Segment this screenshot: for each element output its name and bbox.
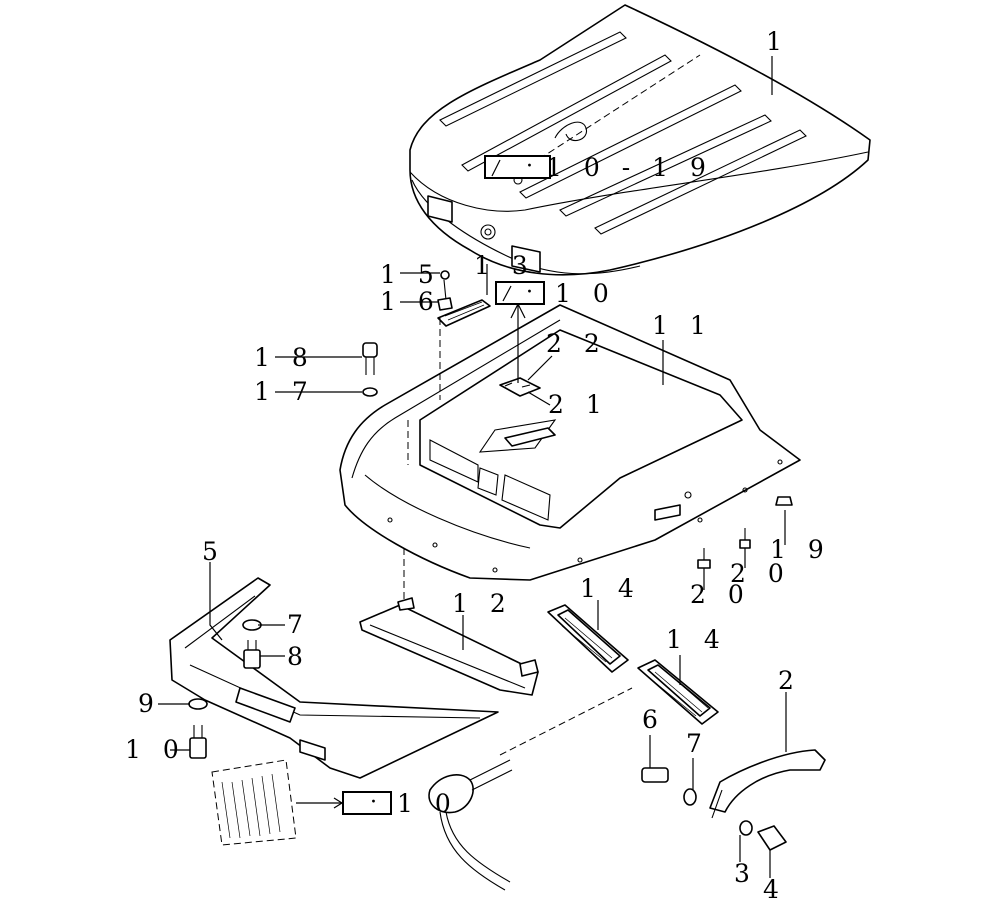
callout-14-right: 1 4 <box>666 625 727 654</box>
callout-labels: 1 1 1 1 3 1 5 1 6 1 8 1 7 2 2 2 1 1 9 2 … <box>125 27 831 904</box>
reference-label-bottom: 1 0 <box>397 789 458 818</box>
callout-16: 1 6 <box>380 287 441 316</box>
seat-frame-part <box>169 577 499 779</box>
reference-box-mark: · <box>370 790 377 815</box>
callout-15: 1 5 <box>380 260 441 289</box>
frame-hardware-part <box>188 619 262 759</box>
callout-5: 5 <box>202 537 225 566</box>
skirt-cover-part <box>359 597 539 696</box>
callout-7-left: 7 <box>287 610 310 639</box>
retainer-clip-part <box>499 377 556 447</box>
callout-1: 1 <box>766 27 789 56</box>
callout-12: 1 2 <box>452 589 513 618</box>
callout-8: 8 <box>287 642 310 671</box>
seat-cushion-part <box>409 4 871 276</box>
reference-box-mark: · <box>526 280 533 305</box>
bolt-washer-part <box>362 342 378 397</box>
reference-box-bottom: · 1 0 <box>342 789 458 818</box>
callout-20-left: 2 0 <box>690 580 751 609</box>
callout-3: 3 <box>734 859 757 888</box>
reference-label-mid: 1 0 <box>555 279 616 308</box>
cable-assembly-part <box>211 687 633 891</box>
vent-grille-b-part <box>637 659 719 725</box>
leader-lines <box>158 56 787 878</box>
vent-grille-a-part <box>547 604 629 673</box>
callout-21: 2 1 <box>548 390 609 419</box>
reference-label-top: 1 0 - 1 9 <box>546 153 713 182</box>
callout-20-right: 2 0 <box>730 559 791 588</box>
callout-6: 6 <box>642 705 665 734</box>
callout-7-right: 7 <box>686 729 709 758</box>
callout-11: 1 1 <box>652 311 713 340</box>
callout-4: 4 <box>763 875 786 904</box>
callout-17: 1 7 <box>254 377 315 406</box>
callout-9: 9 <box>138 689 161 718</box>
grab-handle-part <box>641 749 826 851</box>
callout-2: 2 <box>778 666 801 695</box>
cover-pad-part <box>437 270 491 327</box>
callout-10: 1 0 <box>125 735 186 764</box>
reference-box-mark: · <box>526 154 533 179</box>
stud-bolts-part <box>697 496 793 569</box>
callout-14-left: 1 4 <box>580 574 641 603</box>
callout-18: 1 8 <box>254 343 315 372</box>
reference-box-mid: · 1 0 <box>495 279 616 308</box>
callout-13: 1 3 <box>474 251 535 280</box>
callout-22: 2 2 <box>546 329 607 358</box>
callout-19: 1 9 <box>770 535 831 564</box>
reference-box-top: · 1 0 - 1 9 <box>484 153 713 182</box>
base-plate-part <box>339 304 801 581</box>
